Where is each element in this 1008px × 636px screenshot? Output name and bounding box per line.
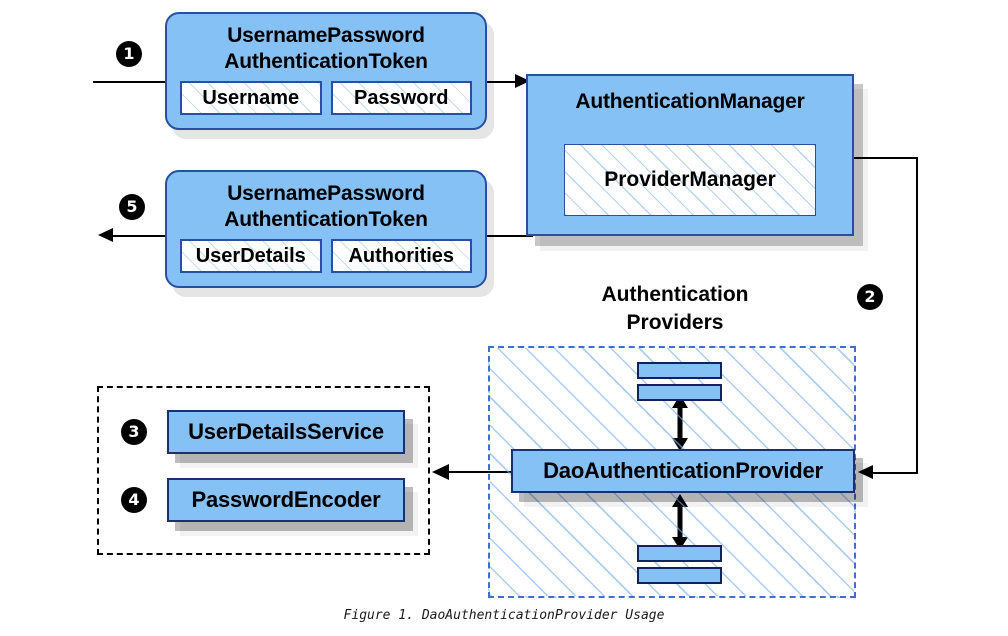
providers-label-line1: Authentication (601, 283, 749, 306)
user-details-service-box[interactable]: UserDetailsService (167, 410, 405, 454)
provider-manager-label: ProviderManager (604, 168, 776, 191)
response-token-title-line1: UsernamePassword (227, 182, 425, 205)
step-marker-4: 4 (121, 487, 147, 513)
provider-stub-top-2 (637, 384, 722, 401)
request-token-card[interactable]: UsernamePassword AuthenticationToken Use… (165, 12, 487, 130)
connector-token-to-manager (487, 81, 523, 83)
arrowhead-left-to-services (432, 464, 449, 480)
username-field[interactable]: Username (180, 81, 322, 115)
provider-manager-box[interactable]: ProviderManager (564, 144, 816, 216)
providers-label-line2: Providers (626, 311, 724, 334)
step-marker-5: 5 (119, 194, 145, 220)
provider-stub-bottom-2 (637, 567, 722, 584)
step-marker-1: 1 (116, 41, 142, 67)
connector-input-line (93, 81, 165, 83)
arrowhead-right-to-manager (515, 74, 530, 88)
step-marker-2: 2 (857, 284, 883, 310)
user-details-service-label: UserDetailsService (188, 419, 384, 444)
connector-manager-to-response (487, 235, 533, 237)
dao-authentication-provider-box[interactable]: DaoAuthenticationProvider (511, 449, 855, 493)
request-token-title: UsernamePassword AuthenticationToken (167, 14, 485, 75)
request-token-title-line1: UsernamePassword (227, 24, 425, 47)
request-token-fields: Username Password (167, 75, 485, 127)
response-token-title: UsernamePassword AuthenticationToken (167, 172, 485, 233)
response-token-fields: UserDetails Authorities (167, 233, 485, 285)
connector-into-dao (867, 472, 918, 474)
password-encoder-box[interactable]: PasswordEncoder (167, 478, 405, 522)
provider-stub-bottom-1 (637, 545, 722, 562)
connector-dao-to-services (448, 471, 511, 473)
password-field[interactable]: Password (330, 81, 472, 115)
services-region (97, 386, 430, 555)
authentication-manager-title: AuthenticationManager (575, 90, 805, 113)
arrowhead-left-output (98, 228, 113, 242)
response-token-title-line2: AuthenticationToken (224, 208, 428, 231)
authorities-field[interactable]: Authorities (330, 239, 472, 273)
dao-authentication-provider-label: DaoAuthenticationProvider (543, 458, 823, 483)
connector-down-to-dao (916, 157, 918, 473)
response-token-card[interactable]: UsernamePassword AuthenticationToken Use… (165, 170, 487, 288)
request-token-title-line2: AuthenticationToken (224, 50, 428, 73)
password-encoder-label: PasswordEncoder (191, 487, 381, 512)
figure-caption: Figure 1. DaoAuthenticationProvider Usag… (343, 608, 665, 623)
provider-stub-top-1 (637, 362, 722, 379)
step-marker-3: 3 (121, 419, 147, 445)
connector-output-line (105, 235, 167, 237)
arrowhead-left-into-dao (858, 465, 873, 479)
connector-manager-right (853, 157, 918, 159)
user-details-field[interactable]: UserDetails (180, 239, 322, 273)
authentication-providers-label: Authentication Providers (560, 281, 790, 337)
